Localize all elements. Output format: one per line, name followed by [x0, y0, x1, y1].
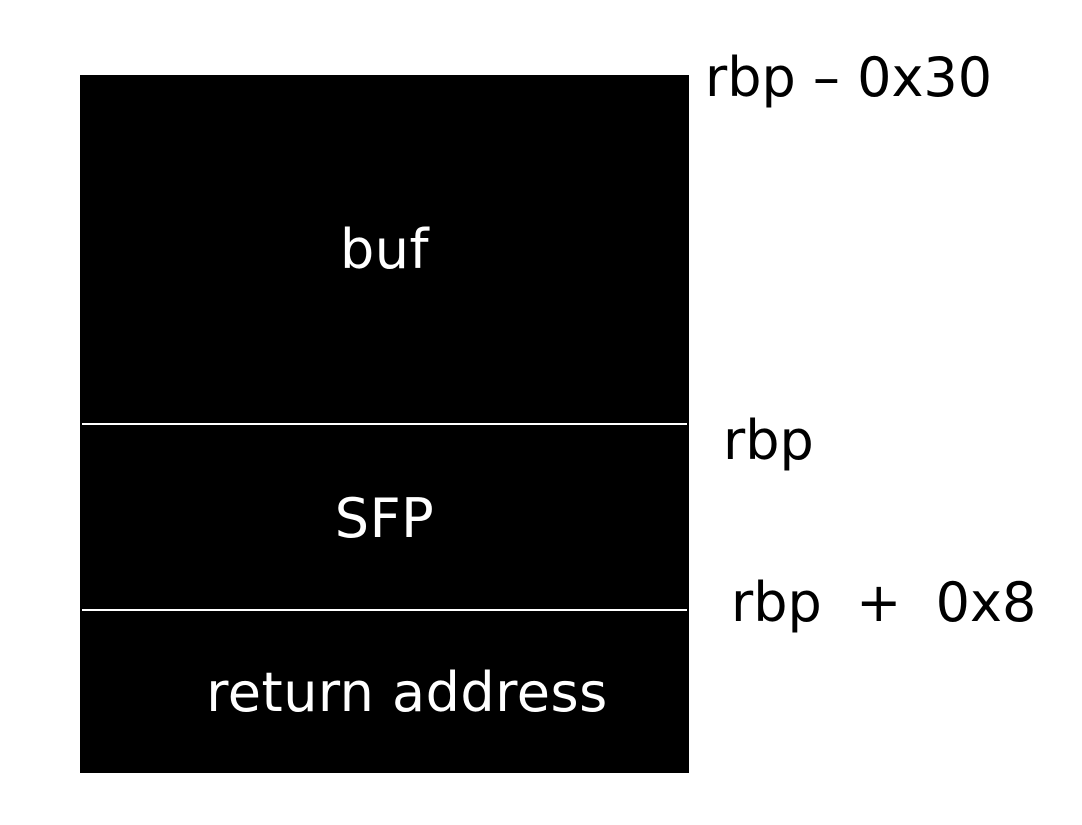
stack-slot-return-address: return address [80, 612, 689, 773]
buf-label: buf [339, 218, 429, 281]
sfp-label: SFP [334, 486, 435, 550]
stack-slot-sfp: SFP [80, 426, 689, 610]
divider-sfp-ret [82, 609, 687, 611]
offset-label-top: rbp – 0x30 [705, 46, 993, 109]
offset-label-bottom: rbp + 0x8 [731, 571, 1037, 634]
stack-slot-buf: buf [80, 75, 689, 424]
stack-frame: buf SFP return address [80, 75, 689, 773]
divider-buf-sfp [82, 423, 687, 425]
return-address-label: return address [206, 661, 608, 724]
offset-label-rbp: rbp [723, 409, 814, 472]
